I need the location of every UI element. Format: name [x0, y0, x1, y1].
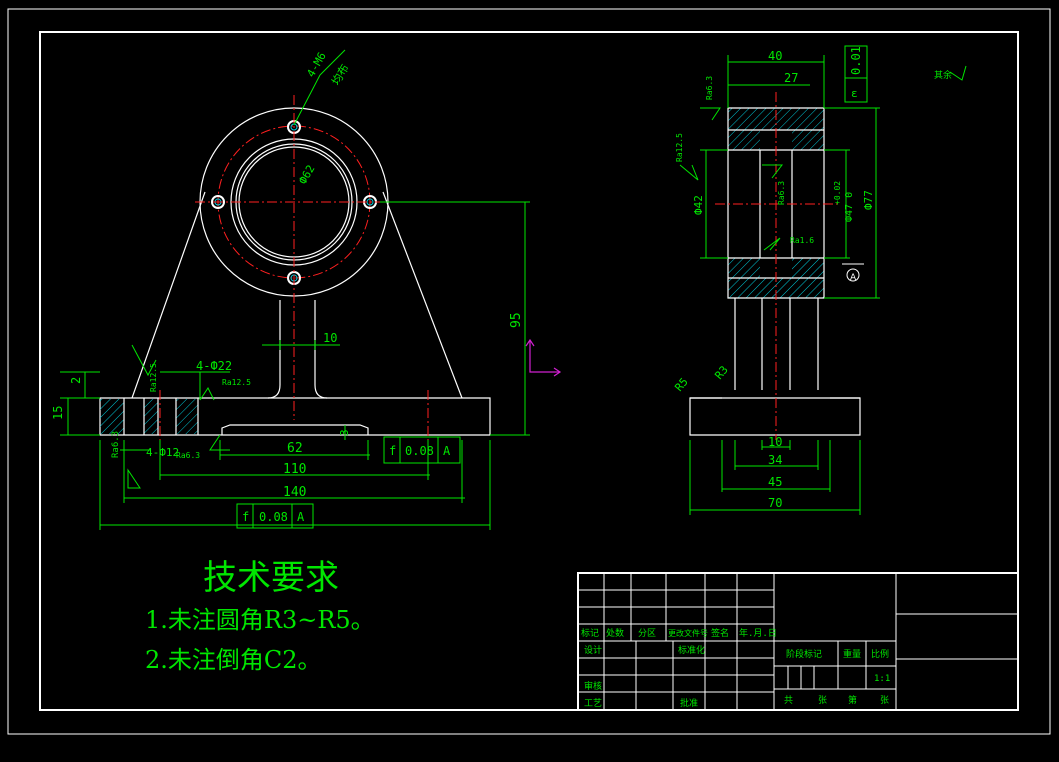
side-dim-10: 10 — [768, 435, 782, 449]
front-view — [99, 95, 491, 440]
tb-design: 设计 — [584, 644, 602, 656]
tb-sheets-unit1: 张 — [818, 695, 827, 706]
front-tol1-ref: A — [443, 444, 451, 458]
tb-label-count: 处数 — [606, 627, 624, 639]
side-dim-34: 34 — [768, 453, 782, 467]
side-dim-47-tol: +0.02 — [833, 181, 842, 205]
tb-sheets-no: 第 — [848, 694, 857, 706]
side-ra63-a: Ra6.3 — [705, 76, 714, 100]
tb-review: 审核 — [584, 680, 602, 692]
tb-weight: 重量 — [843, 648, 861, 660]
front-tol2-sym: f — [242, 510, 249, 524]
requirements-title: 技术要求 — [203, 558, 339, 598]
front-dim-140: 140 — [283, 485, 306, 500]
side-dim-77: Ф77 — [862, 190, 875, 210]
tb-scale: 比例 — [871, 648, 889, 660]
front-tol2-ref: A — [297, 510, 305, 524]
side-ra16: Ra1.6 — [790, 236, 814, 245]
side-dim-r5: R5 — [672, 375, 690, 394]
front-tol1-val: 0.08 — [405, 444, 434, 458]
tb-craft: 工艺 — [584, 698, 602, 709]
tb-scale-value: 1:1 — [874, 674, 890, 684]
front-ra125-a: Ra12.5 — [149, 363, 158, 392]
front-dim-10: 10 — [323, 331, 337, 345]
outer-border — [7, 8, 1051, 735]
front-ra125-b: Ra12.5 — [222, 378, 251, 387]
requirement-item-2: 2.未注倒角C2。 — [145, 646, 322, 674]
requirement-item-1: 1.未注圆角R3~R5。 — [145, 606, 375, 634]
side-ra63-b: Ra6.3 — [777, 181, 786, 205]
tb-label-mark: 标记 — [581, 627, 599, 639]
front-tol1-sym: f — [389, 444, 396, 458]
side-flatness-sym: ε — [851, 87, 858, 100]
side-dim-47: Ф47 0 — [844, 192, 855, 222]
front-hole-pattern-label: 4-M6 — [304, 50, 329, 79]
side-datum-label: A — [850, 273, 857, 283]
front-dim-15: 15 — [51, 406, 65, 420]
side-flatness-val: 0.01 — [849, 46, 863, 75]
title-block — [577, 572, 1019, 711]
title-block-texts: 标记 处数 分区 更改文件号 签名 年.月.日 设计 标准化 审核 工艺 批准 … — [581, 627, 890, 709]
side-dimensions — [679, 45, 967, 515]
side-ra125: Ra12.5 — [675, 133, 684, 162]
front-dimensions — [60, 49, 530, 530]
side-view — [689, 92, 861, 440]
front-dim-110: 110 — [283, 462, 306, 477]
side-dim-70: 70 — [768, 496, 782, 510]
tb-label-sign: 签名 — [711, 627, 729, 639]
inner-border — [39, 31, 1019, 711]
front-bore-label: Ф62 — [296, 163, 317, 187]
tb-sheets-total: 共 — [784, 695, 793, 706]
tb-approve: 批准 — [680, 697, 698, 709]
tb-label-zone: 分区 — [638, 628, 656, 639]
side-dim-40: 40 — [768, 49, 782, 63]
front-dim-2: 2 — [69, 377, 83, 384]
ucs-axis-icon — [525, 338, 562, 377]
side-dim-27: 27 — [784, 71, 798, 85]
front-dim-3: 3 — [338, 429, 351, 436]
side-dim-r3: R3 — [712, 363, 730, 382]
front-hole-note-22: 4-Ф22 — [196, 359, 232, 373]
tb-standard: 标准化 — [678, 644, 705, 656]
tb-stage: 阶段标记 — [786, 648, 822, 660]
front-tol2-val: 0.08 — [259, 510, 288, 524]
front-hole-pattern-note: 均布 — [329, 62, 351, 88]
rest-roughness-note: 其余 — [934, 69, 952, 81]
tb-sheets-unit2: 张 — [880, 695, 889, 706]
front-dim-62: 62 — [287, 441, 303, 456]
side-dim-42: Ф42 — [692, 195, 705, 215]
front-dim-95: 95 — [509, 312, 524, 328]
annotation-texts: 4-M6 均布 Ф62 10 95 62 110 140 2 15 3 4-Ф2… — [51, 46, 952, 524]
front-ra63-b: Ra6.3 — [176, 451, 200, 460]
side-dim-45: 45 — [768, 475, 782, 489]
tb-label-change: 更改文件号 — [668, 628, 708, 638]
front-hole-note-12: 4-Ф12 — [146, 446, 179, 459]
tb-label-date: 年.月.日 — [739, 627, 777, 639]
front-ra63-a: Ra6.3 — [111, 431, 121, 458]
